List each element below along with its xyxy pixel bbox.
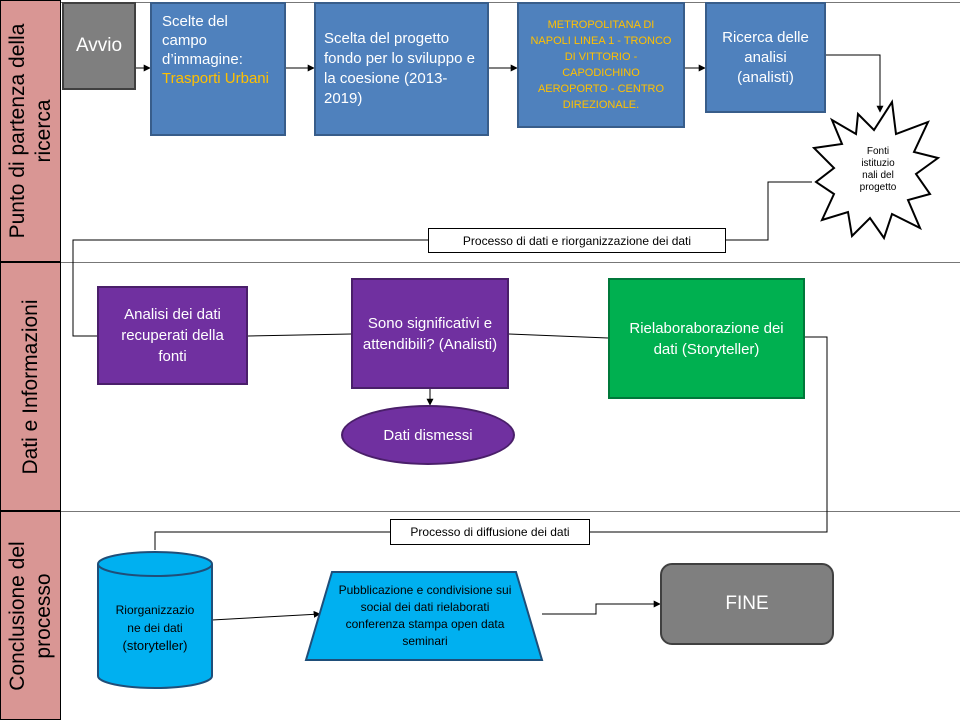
connector-riorganizzazione-pubblicazione	[211, 610, 321, 621]
significativi-label: Sono significativi e attendibili? (Anali…	[362, 314, 498, 353]
lane-label-dati-e-informazioni: Dati e Informazioni	[0, 262, 61, 511]
lane-separator-top	[61, 2, 960, 3]
fine-node: FINE	[660, 563, 834, 645]
rielaborazione-node: Rielaboraborazione dei dati (Storyteller…	[608, 278, 805, 399]
metropolitana-node: METROPOLITANA DI NAPOLI LINEA 1 - TRONCO…	[517, 2, 685, 128]
lane-separator-1	[61, 262, 960, 263]
riorganizzazione-line-1: Riorganizzazio	[115, 603, 195, 617]
fine-label: FINE	[725, 593, 769, 614]
analisi-dati-node: Analisi dei dati recuperati della fonti	[97, 286, 248, 385]
rielaborazione-label: Rielaboraborazione dei dati (Storyteller…	[629, 319, 784, 358]
fonti-line-4: progetto	[859, 182, 897, 193]
scelte-campo-node: Scelte del campo d’immagine: Trasporti U…	[150, 2, 286, 136]
fonti-node: Fonti istituzio nali del progetto	[840, 140, 916, 200]
scelte-campo-line2: Trasporti Urbani	[162, 70, 269, 87]
lane-separator-2	[61, 511, 960, 512]
connector-processo-analisi	[72, 239, 428, 337]
connector-diffusione-riorganizzazione	[154, 531, 390, 550]
connector-fonti-analisi	[726, 181, 812, 241]
ricerca-analisi-label: Ricerca delle analisi (analisti)	[722, 28, 809, 86]
connector-analisi-significativi	[247, 333, 352, 337]
processo-diffusione-text: Processo di diffusione dei dati	[410, 525, 570, 539]
lane-label-punto-di-partenza: Punto di partenza della ricerca	[0, 0, 61, 262]
scelta-progetto-label: Scelta del progetto fondo per lo svilupp…	[324, 30, 475, 107]
fonti-line-2: istituzio	[861, 158, 895, 169]
metropolitana-label: METROPOLITANA DI NAPOLI LINEA 1 - TRONCO…	[530, 19, 672, 111]
dati-dismessi-label: Dati dismessi	[383, 426, 473, 444]
pubblicazione-node: Pubblicazione e condivisione sui social …	[330, 576, 520, 656]
scelte-campo-text: Scelte del campo d’immagine: Trasporti U…	[162, 12, 274, 88]
riorganizzazione-node: Riorganizzazio ne dei dati (storyteller)	[98, 592, 212, 664]
pubblicazione-trapezoid-shape	[304, 571, 544, 661]
avvio-node: Avvio	[62, 2, 136, 90]
connector-pubblicazione-fine	[542, 600, 661, 615]
ricerca-analisi-node: Ricerca delle analisi (analisti)	[705, 2, 826, 113]
connector-rielaborazione-diffusione	[590, 336, 828, 533]
dati-dismessi-node: Dati dismessi	[341, 405, 515, 465]
connector-ricerca-fonti	[826, 54, 884, 113]
fonti-starburst-shape	[812, 99, 941, 241]
riorganizzazione-line-3: (storyteller)	[122, 638, 188, 653]
scelta-progetto-node: Scelta del progetto fondo per lo svilupp…	[314, 2, 489, 136]
pubblicazione-label: Pubblicazione e condivisione sui social …	[338, 583, 512, 648]
analisi-dati-label: Analisi dei dati recuperati della fonti	[121, 306, 224, 365]
connector-significativi-rielaborazione	[508, 333, 609, 339]
processo-diffusione-label: Processo di diffusione dei dati	[390, 519, 590, 545]
processo-dati-label: Processo di dati e riorganizzazione dei …	[428, 228, 726, 253]
significativi-node: Sono significativi e attendibili? (Anali…	[351, 278, 509, 389]
avvio-label: Avvio	[75, 35, 123, 56]
riorganizzazione-cylinder-shape	[97, 551, 213, 689]
fonti-line-3: nali del	[862, 170, 894, 181]
fonti-line-1: Fonti	[866, 146, 890, 157]
riorganizzazione-line-2: ne dei dati	[127, 621, 183, 635]
scelte-campo-line1: Scelte del campo d’immagine:	[162, 13, 243, 68]
processo-dati-text: Processo di dati e riorganizzazione dei …	[462, 233, 692, 248]
